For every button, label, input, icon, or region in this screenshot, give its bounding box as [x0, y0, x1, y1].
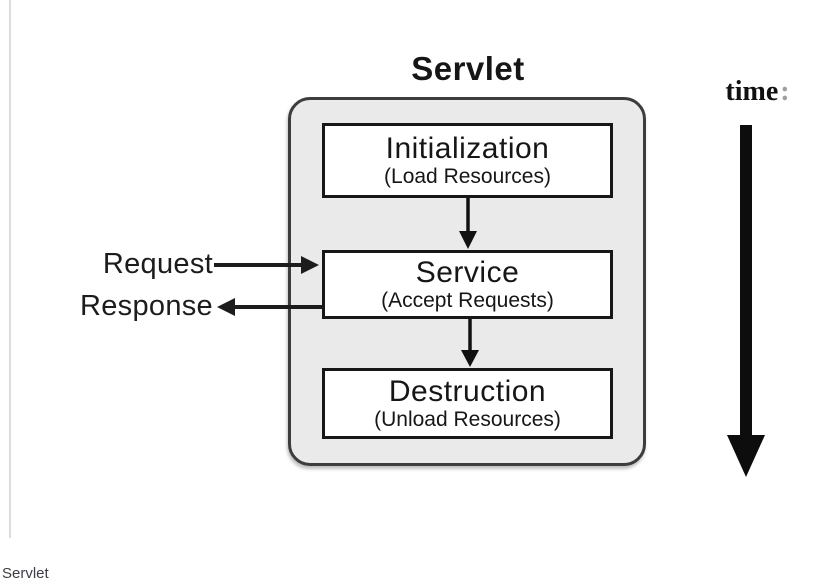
- request-label: Request: [102, 248, 213, 280]
- stage-box-destruction: Destruction (Unload Resources): [322, 368, 613, 439]
- stage-name-destruction: Destruction: [388, 374, 547, 408]
- stage-box-initialization: Initialization (Load Resources): [322, 123, 613, 198]
- diagram-title: Servlet: [411, 50, 525, 87]
- time-axis-label: time:: [700, 76, 815, 108]
- time-axis-text: time: [725, 76, 779, 107]
- stage-detail-destruction: (Unload Resources): [374, 407, 561, 431]
- stage-detail-service: (Accept Requests): [381, 288, 554, 312]
- image-caption: Servlet: [2, 565, 49, 582]
- stage-name-initialization: Initialization: [385, 131, 550, 165]
- stage-box-service: Service (Accept Requests): [322, 250, 613, 319]
- stage-detail-initialization: (Load Resources): [384, 164, 551, 188]
- time-axis-colon: :: [780, 76, 790, 107]
- time-arrow-icon: [727, 125, 765, 477]
- page-left-rule: [9, 0, 11, 538]
- stage-name-service: Service: [415, 255, 520, 289]
- response-label: Response: [80, 290, 213, 322]
